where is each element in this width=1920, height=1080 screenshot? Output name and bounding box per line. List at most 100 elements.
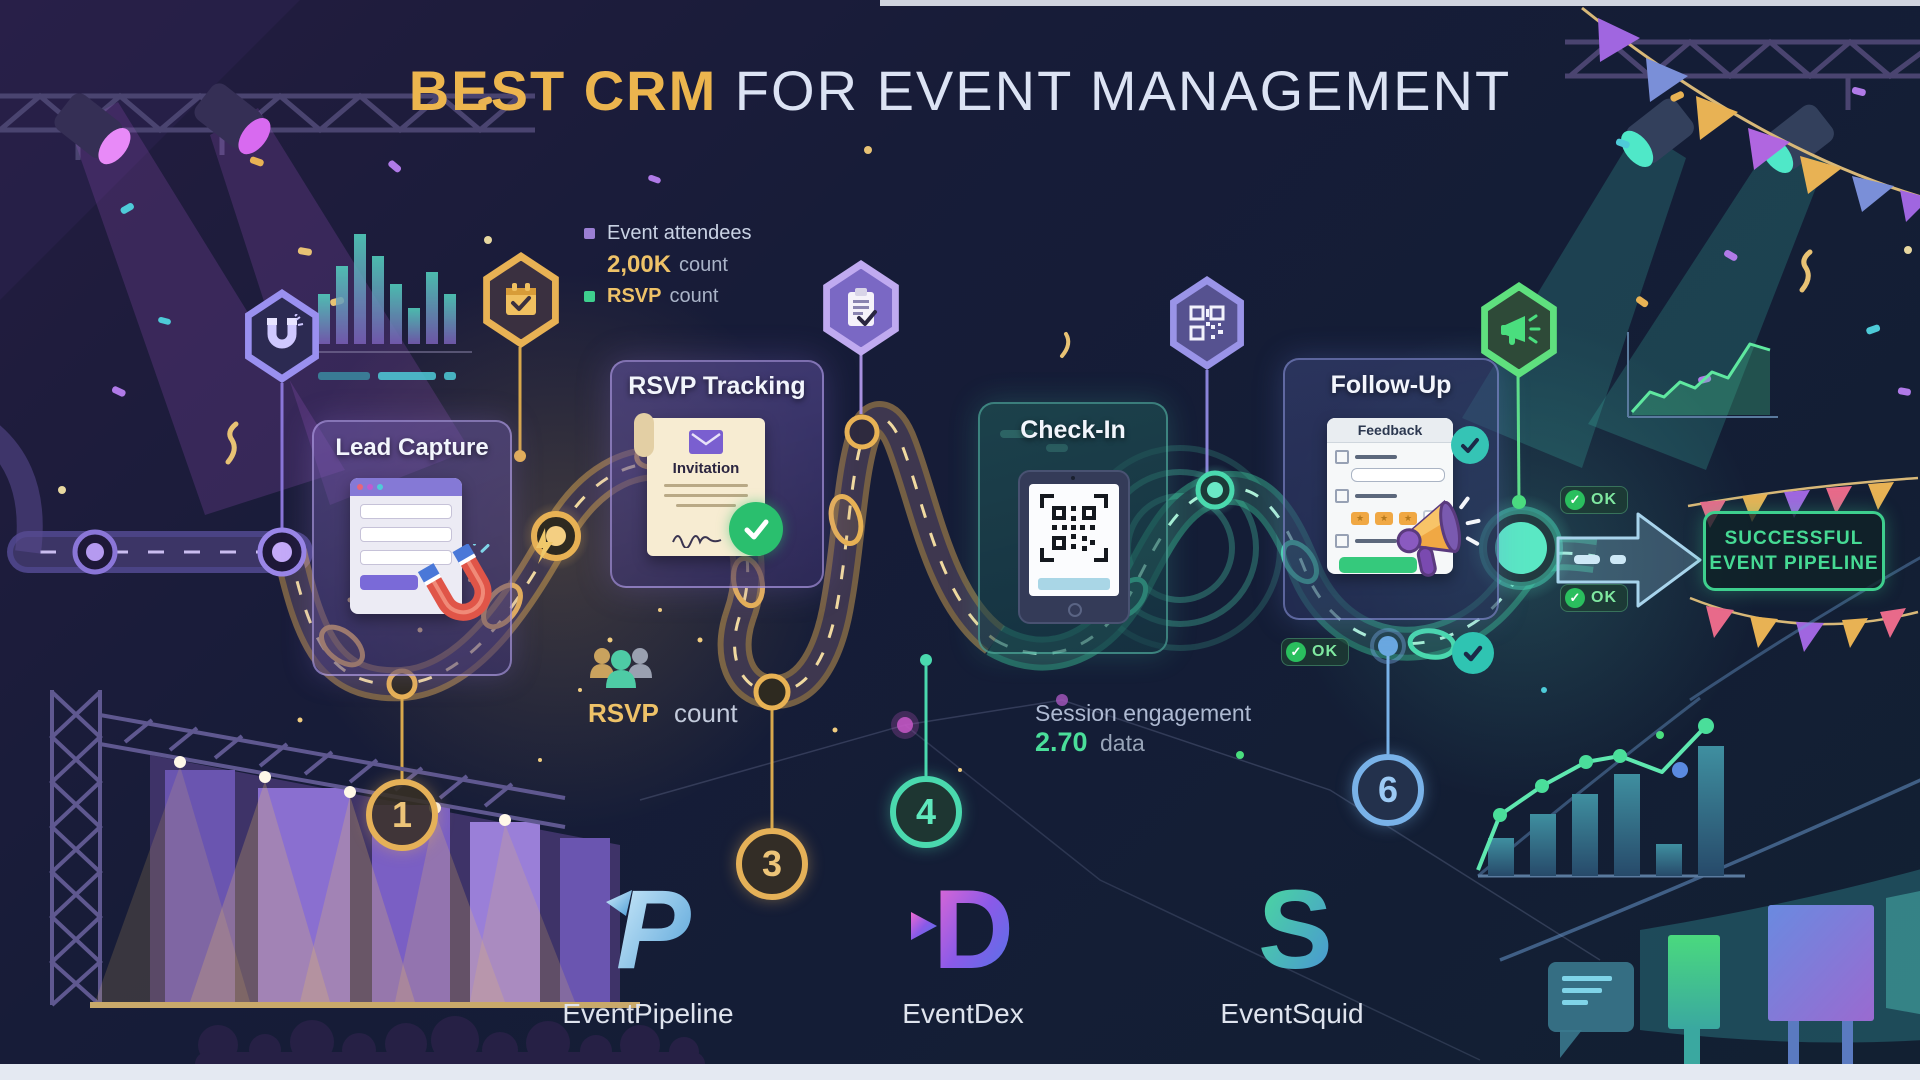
session-value: 2.70 <box>1035 727 1088 757</box>
legend: Event attendees 2,00K count RSVP count <box>584 222 752 314</box>
brand-eventsquid: S EventSquid <box>1142 868 1442 1030</box>
step-number: 4 <box>915 791 937 832</box>
rsvp-count-annotation: RSVP count <box>588 644 738 729</box>
rsvp-tracking-title: RSVP Tracking <box>628 372 806 400</box>
form-field[interactable] <box>360 527 452 542</box>
tablet-camera-dot <box>1071 476 1075 480</box>
form-line <box>1355 494 1397 498</box>
step-1-badge: 1 <box>366 779 438 851</box>
form-line <box>1355 455 1397 459</box>
rating-star-icon[interactable]: ★ <box>1351 512 1369 525</box>
window-dot-teal-icon <box>377 484 383 490</box>
check-icon: ✓ <box>1286 642 1306 662</box>
check-icon: ✓ <box>1565 490 1585 510</box>
svg-text:D: D <box>933 868 1014 992</box>
rsvp-tracking-card: RSVP Tracking Invitation <box>610 360 824 588</box>
calendar-check-icon <box>505 283 536 315</box>
ok-label: OK <box>1312 643 1338 660</box>
rsvp-bullet-icon <box>584 291 595 302</box>
ok-label: OK <box>1591 589 1617 606</box>
rsvp-count-unit: count <box>674 698 738 728</box>
sign-line2: EVENT PIPELINE <box>1709 553 1879 574</box>
window-dot-red-icon <box>357 484 363 490</box>
checkin-hex-badge <box>1165 276 1249 370</box>
form-submit-button[interactable] <box>360 575 418 590</box>
form-field[interactable] <box>360 504 452 519</box>
rating-star-icon[interactable]: ★ <box>1399 512 1417 525</box>
lead-capture-title: Lead Capture <box>335 434 489 461</box>
feedback-checkbox[interactable] <box>1335 489 1349 503</box>
tablet-home-button <box>1068 603 1082 617</box>
feedback-submit-button[interactable] <box>1339 557 1417 573</box>
feedback-checkbox[interactable] <box>1335 450 1349 464</box>
bar-chart-left <box>310 234 472 380</box>
attendees-value: 2,00K <box>607 251 672 278</box>
followup-hex-badge <box>1476 282 1562 378</box>
step-number: 1 <box>391 794 413 835</box>
success-pipeline-sign: SUCCESSFUL EVENT PIPELINE <box>1703 511 1885 591</box>
tablet-scan-button[interactable] <box>1038 578 1110 590</box>
feedback-input[interactable] <box>1351 468 1445 482</box>
ok-badge: ✓ OK <box>1281 638 1349 666</box>
svg-text:S: S <box>1258 868 1333 992</box>
pipeline-check-icon <box>1452 632 1494 674</box>
rating-star-icon[interactable]: ★ <box>1375 512 1393 525</box>
title-highlight: BEST CRM <box>408 59 718 122</box>
invitation-document: Invitation <box>634 413 765 556</box>
top-edge-strip <box>880 0 1920 6</box>
ok-label: OK <box>1591 491 1617 508</box>
legend-rsvp: RSVP count <box>584 285 752 308</box>
rsvp-count-value: RSVP <box>588 698 659 728</box>
connector-stems <box>280 347 1521 828</box>
magnet-illustration-icon <box>417 544 492 621</box>
qr-code-icon <box>1189 305 1225 341</box>
rsvp-hex-badge <box>478 252 564 348</box>
window-dot-purple-icon <box>367 484 373 490</box>
check-icon: ✓ <box>1565 588 1585 608</box>
road-arc-left <box>0 425 43 554</box>
follow-up-card: Follow-Up Feedback ★ ★ ★ <box>1283 358 1499 620</box>
follow-up-title: Follow-Up <box>1330 371 1452 399</box>
signature <box>672 535 722 548</box>
form-field[interactable] <box>360 550 452 565</box>
envelope-icon <box>689 430 723 454</box>
magnet-icon <box>267 313 304 349</box>
session-annotation: Session engagement 2.70 data <box>1035 700 1251 758</box>
stage-scene <box>49 690 705 1080</box>
svg-text:P: P <box>616 868 691 992</box>
feedback-checkbox[interactable] <box>1335 534 1349 548</box>
clipboard-check-icon <box>847 288 877 326</box>
session-unit: data <box>1100 730 1145 756</box>
lead-capture-card: Lead Capture <box>312 420 512 676</box>
scroll-curl <box>634 413 654 457</box>
area-chart-top-right <box>1627 332 1778 418</box>
bottom-edge-strip <box>0 1064 1920 1080</box>
confetti <box>58 86 1912 494</box>
ok-badge: ✓ OK <box>1560 486 1628 514</box>
brand-eventdex: D EventDex <box>813 868 1113 1030</box>
lead-capture-hex-badge <box>240 289 324 383</box>
bolt-icon <box>536 528 553 564</box>
megaphone-illustration-icon <box>1396 496 1481 577</box>
brand-name: EventPipeline <box>562 998 734 1029</box>
sign-line1: SUCCESSFUL <box>1724 528 1864 549</box>
sign-bunting <box>1687 476 1919 652</box>
form-line <box>1355 539 1397 543</box>
tracking-hex-badge <box>818 260 904 356</box>
legend-attendees-value: 2,00K count <box>607 251 752 279</box>
rsvp-label: RSVP <box>607 285 662 307</box>
ok-badge: ✓ OK <box>1560 584 1628 612</box>
bunting-top-right <box>1581 6 1920 222</box>
constellation <box>639 687 1664 1061</box>
brand-name: EventSquid <box>1220 998 1364 1029</box>
title-rest: FOR EVENT MANAGEMENT <box>717 59 1512 122</box>
qr-scan-icon <box>1040 494 1108 562</box>
attendees-bullet-icon <box>584 228 595 239</box>
people-icon <box>590 648 652 688</box>
attendees-label: Event attendees <box>607 222 752 244</box>
eventsquid-logo: S <box>1258 868 1333 992</box>
invitation-label: Invitation <box>672 460 740 477</box>
step-4-badge: 4 <box>890 776 962 848</box>
step-number: 3 <box>761 843 783 884</box>
